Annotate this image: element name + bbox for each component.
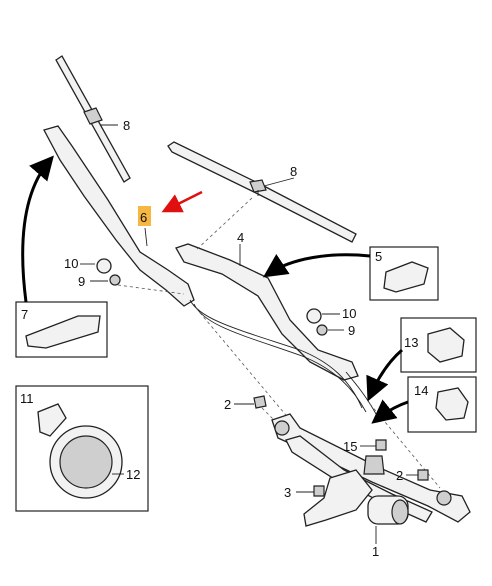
guide-dash-2 [117,284,185,295]
callout-10-left: 10 [64,256,78,271]
left-wiper-arm [43,125,195,307]
washer-hose-left [189,299,363,409]
right-wiper-blade [167,141,357,243]
bolt-2-lower [417,469,429,481]
wiper-linkage-motor-assembly [271,413,471,527]
callout-12: 12 [126,467,140,482]
callout-4: 4 [237,230,244,245]
right-wiper-arm [175,243,359,381]
highlight-6 [138,206,151,226]
callout-7: 7 [21,307,28,322]
callout-1: 1 [372,544,379,559]
red-pointer-arrow [161,190,203,213]
cap-10-left [96,258,112,274]
leader-8-right-b [263,177,295,187]
callout-6: 6 [140,210,147,225]
arrow-14-to-hose [371,399,409,424]
part-7-cover [25,315,101,349]
clip-15 [375,439,387,451]
callout-9-right: 9 [348,323,355,338]
callout-9-left: 9 [78,274,85,289]
callout-8-left: 8 [123,118,130,133]
part-11-12-sensor [37,403,123,499]
callout-2-lower: 2 [396,468,403,483]
callout-5: 5 [375,249,382,264]
callout-2-upper: 2 [224,397,231,412]
arrow-5-to-arm [263,253,371,278]
nut-9-left [109,274,121,286]
part-5-clip [383,261,429,293]
callout-11: 11 [20,391,34,406]
bolt-2-upper [253,395,267,409]
guide-dash-3 [195,307,291,421]
callout-8-right: 8 [290,164,297,179]
cap-10-right [306,308,322,324]
callout-14: 14 [414,383,428,398]
part-14-clip [435,387,469,421]
callout-13: 13 [404,335,418,350]
nut-9-right [316,324,328,336]
washer-hose-left-b [193,303,367,413]
callout-3: 3 [284,485,291,500]
bolt-3 [313,485,325,497]
leader-6 [144,227,148,247]
callout-10-right: 10 [342,306,356,321]
arrow-7-to-arm [21,155,54,303]
arrow-13-to-hose [366,348,403,402]
part-13-clip [427,327,465,363]
callout-15: 15 [343,439,357,454]
left-wiper-blade [55,55,131,183]
guide-dash-1 [195,197,253,251]
